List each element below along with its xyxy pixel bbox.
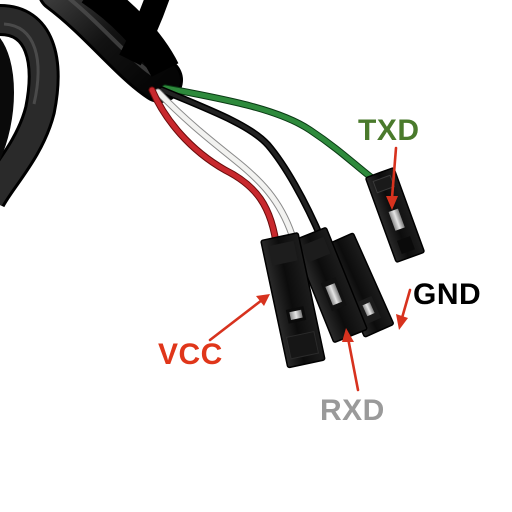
vcc-connector <box>260 232 326 369</box>
txd-connector <box>365 167 425 263</box>
gnd-label: GND <box>413 278 482 311</box>
wires <box>148 84 376 254</box>
main-cable <box>0 0 183 208</box>
rxd-connector <box>292 227 368 343</box>
pointer-arrows <box>208 146 412 392</box>
vcc-label: VCC <box>158 338 223 371</box>
txd-label: TXD <box>358 114 420 147</box>
rxd-label: RXD <box>320 394 385 427</box>
